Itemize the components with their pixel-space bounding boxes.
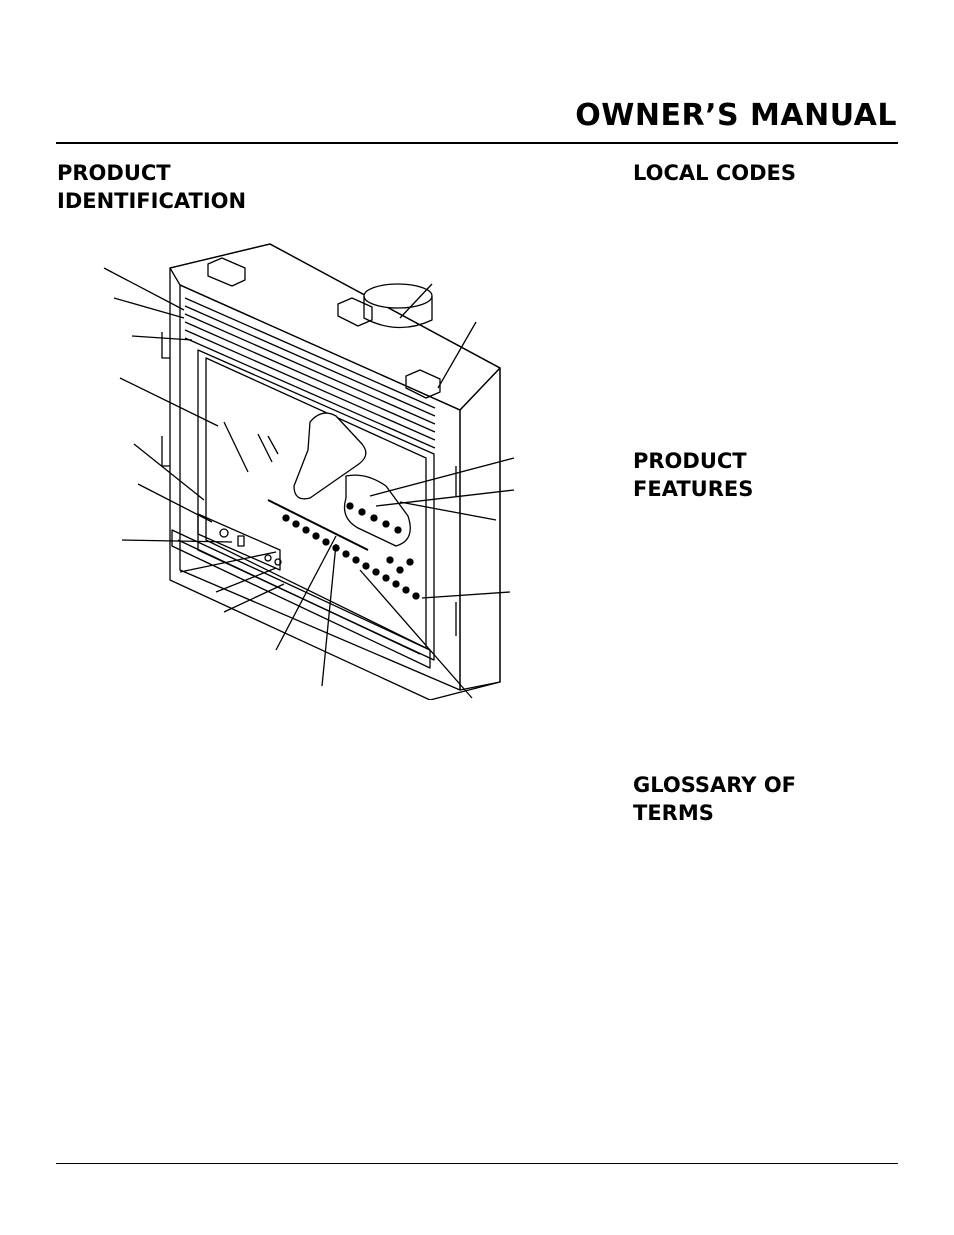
header-rule bbox=[56, 142, 898, 144]
heading-line: LOCAL CODES bbox=[633, 161, 797, 185]
section-heading-local-codes: LOCAL CODES bbox=[633, 159, 796, 187]
fireplace-illustration bbox=[100, 240, 520, 701]
heading-line: PRODUCT bbox=[57, 161, 171, 185]
section-heading-product-identification: PRODUCT IDENTIFICATION bbox=[57, 159, 246, 215]
section-heading-product-features: PRODUCT FEATURES bbox=[633, 447, 753, 503]
heading-line: GLOSSARY OF bbox=[633, 773, 797, 797]
heading-line: IDENTIFICATION bbox=[57, 189, 247, 213]
heading-line: FEATURES bbox=[633, 477, 754, 501]
heading-line: TERMS bbox=[633, 801, 714, 825]
section-heading-glossary: GLOSSARY OF TERMS bbox=[633, 771, 796, 827]
heading-line: PRODUCT bbox=[633, 449, 747, 473]
footer-rule bbox=[56, 1163, 898, 1164]
page-title: OWNER’S MANUAL bbox=[575, 98, 897, 133]
